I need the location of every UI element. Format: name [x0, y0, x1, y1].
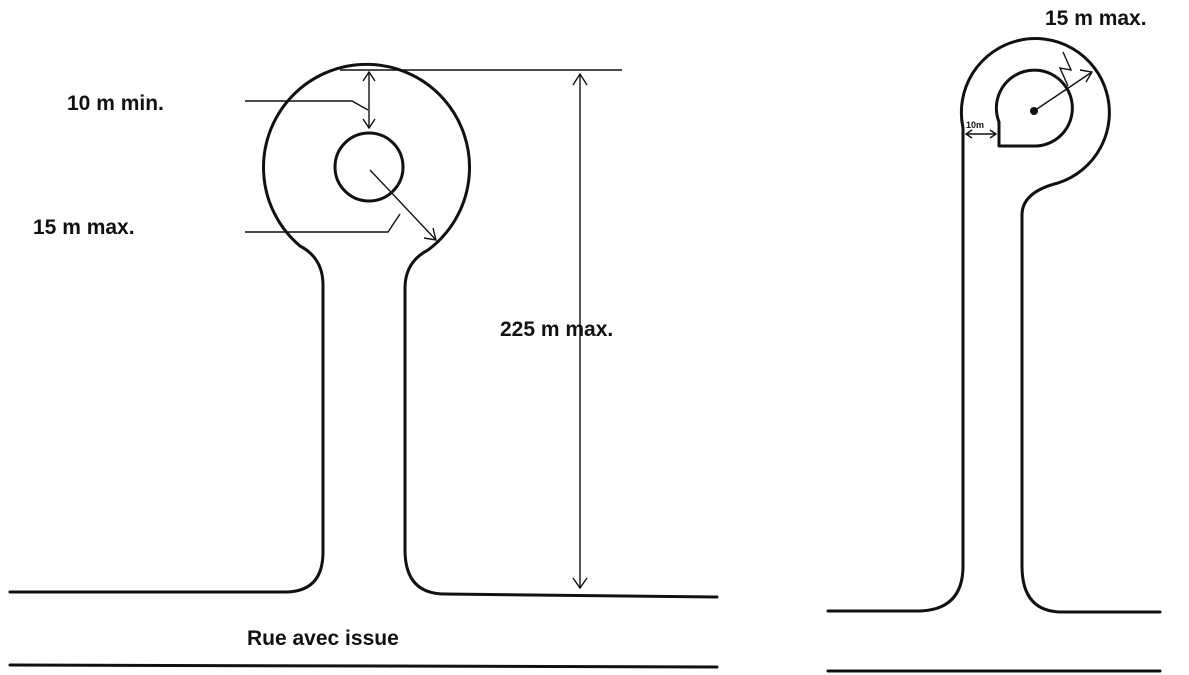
right-radius-dimension — [1030, 51, 1094, 115]
right-small-distance-label: 10m — [966, 120, 984, 130]
street-label: Rue avec issue — [247, 627, 399, 650]
left-cul-de-sac — [8, 62, 719, 669]
right-road-outline — [826, 37, 1162, 614]
right-small-distance-dimension: 10m — [964, 120, 998, 139]
left-length-label: 225 m max. — [500, 318, 614, 341]
left-radius-dimension — [245, 169, 437, 241]
left-min-distance-dimension — [245, 70, 376, 130]
left-road-outline — [8, 62, 719, 599]
left-min-distance-label: 10 m min. — [67, 92, 164, 115]
right-teardrop-island — [994, 68, 1074, 148]
left-length-dimension — [572, 72, 588, 590]
left-radius-label: 15 m max. — [33, 216, 135, 239]
right-cul-de-sac: 10m — [826, 37, 1162, 673]
left-street-far-edge — [8, 663, 719, 669]
right-radius-label: 15 m max. — [1045, 7, 1147, 30]
left-central-island — [333, 131, 405, 203]
